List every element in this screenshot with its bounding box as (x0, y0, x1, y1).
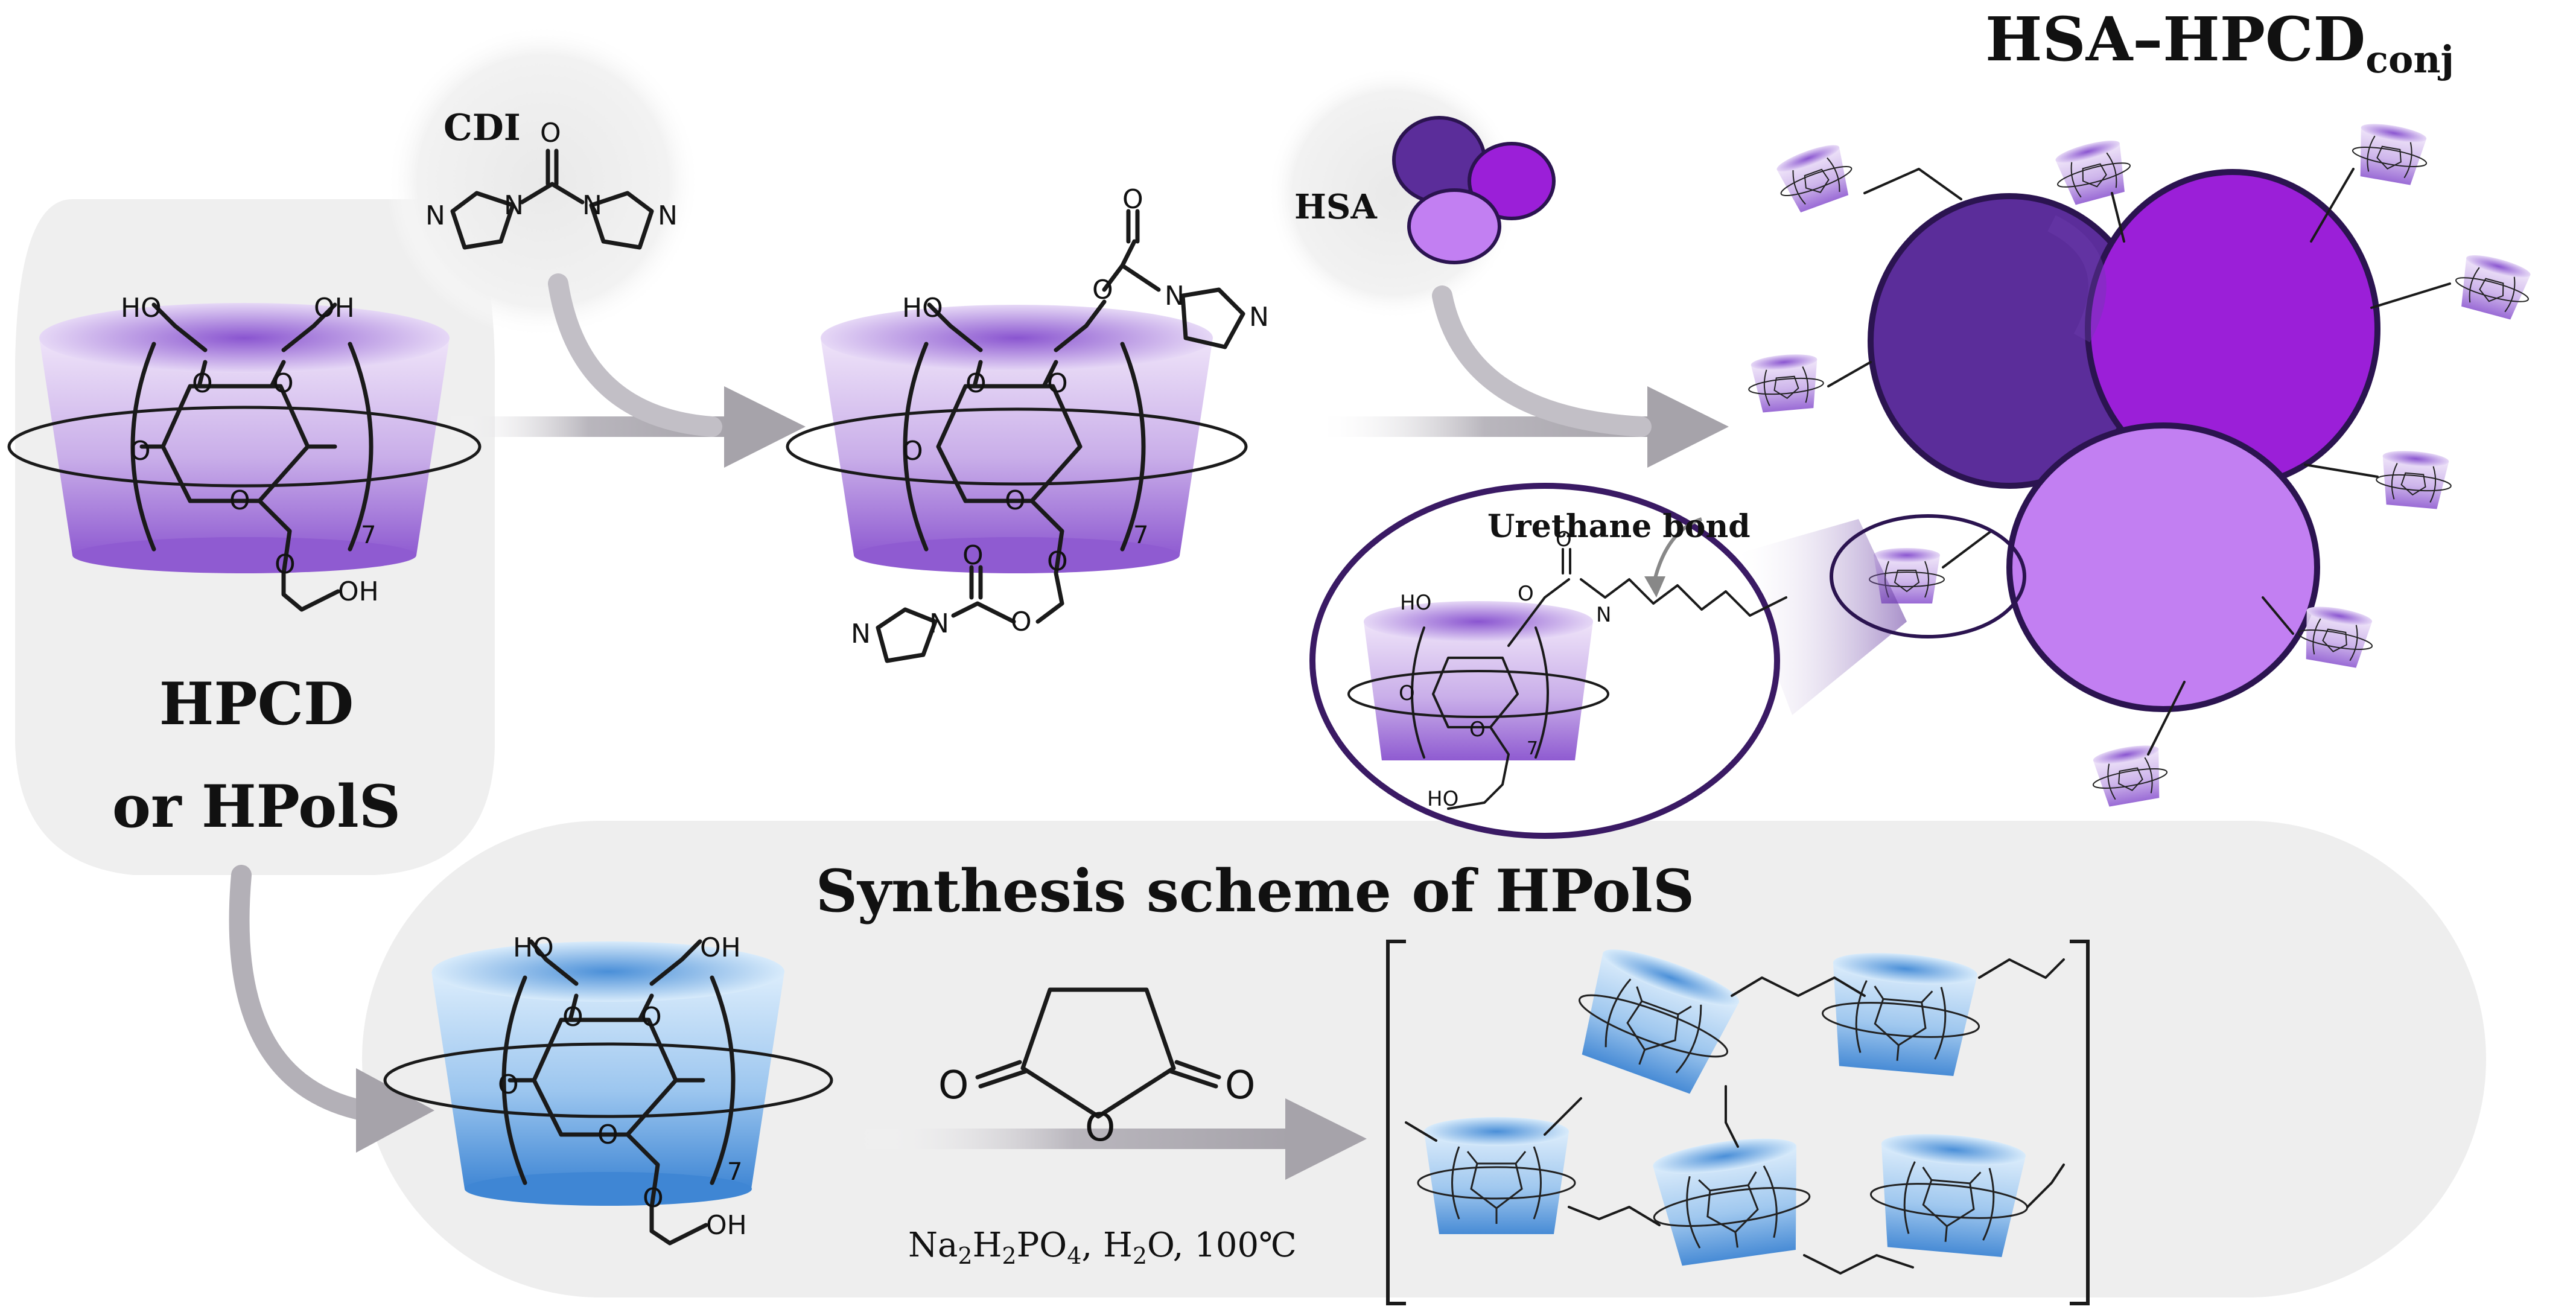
atom-o-c2: O (1092, 275, 1113, 305)
hsa-icon: HSA (1294, 116, 1556, 264)
atom-o-c9: O (1011, 607, 1032, 637)
atom-oh-1: OH (314, 293, 355, 323)
atom-ho-1: HO (121, 293, 162, 323)
atom-o-1: O (192, 368, 213, 399)
cdi-structure: CDI O N N N N (425, 107, 678, 250)
cdi-atom-n-3: N (425, 200, 445, 231)
blue-atom-oh-1: OH (700, 932, 741, 963)
blue-atom-o-3: O (498, 1069, 519, 1100)
urethane-bond-label: Urethane bond (1487, 508, 1751, 545)
atom-o-c1: O (1122, 184, 1143, 215)
or-hpols-label: or HPolS (112, 772, 401, 841)
hpcd-molecule: HO OH O O O O O OH 7 (7, 293, 482, 612)
conjugated-cd-ring (1745, 119, 2537, 810)
activated-cd-molecule: HO O O N N O O O O O O O N N 7 (786, 184, 1269, 663)
zoom-atom-o-2: O (1518, 582, 1534, 606)
cdi-atom-n-4: N (658, 200, 678, 231)
anhydride-atom-o-3: O (1225, 1063, 1255, 1108)
zoom-repeat-7: 7 (1527, 738, 1538, 759)
blue-repeat-7: 7 (727, 1158, 742, 1186)
atom-n-c1: N (1165, 281, 1185, 311)
blue-atom-ho-1: HO (513, 932, 554, 963)
blue-atom-o-5: O (643, 1183, 664, 1214)
succinic-anhydride: O O O (938, 987, 1255, 1150)
atom-o-c3: O (965, 368, 987, 399)
urethane-zoom: Urethane bond HO O O N O O 7 HO (1309, 483, 1787, 839)
svg-text:HSA–HPCDconj: HSA–HPCDconj (1985, 4, 2454, 81)
main-title: HSA–HPCDconj (1985, 4, 2454, 81)
cdi-label: CDI (444, 107, 521, 149)
arrow-step3 (857, 1098, 1367, 1180)
main-title-text: HSA–HPCD (1985, 4, 2365, 75)
zoom-atom-o-1: O (1556, 527, 1572, 552)
cdi-bubble (386, 24, 700, 338)
arrow-cdi-curve (548, 273, 722, 437)
blue-atom-o-4: O (597, 1119, 619, 1150)
main-title-subscript: conj (2365, 37, 2454, 81)
zoom-atom-ho-2: HO (1427, 787, 1458, 811)
atom-o-c6: O (1005, 485, 1026, 516)
repeat-7-1: 7 (361, 521, 376, 549)
atom-o-3: O (130, 436, 151, 466)
anhydride-atom-o-1: O (938, 1063, 968, 1108)
reaction-conditions: Na2H2PO4, H2O, 100℃ (908, 1226, 1297, 1269)
atom-o-5: O (275, 549, 296, 580)
blue-atom-o-2: O (641, 1002, 662, 1033)
synthesis-title: Synthesis scheme of HPolS (816, 857, 1694, 925)
cdi-atom-n-2: N (582, 190, 602, 221)
hsa-protein (1868, 169, 2380, 712)
arrow-down-curve (229, 865, 434, 1153)
atom-n-c2: N (1249, 302, 1269, 333)
atom-o-c5: O (902, 436, 923, 466)
atom-oh-2: OH (338, 576, 379, 607)
hpols-polymer-network (1386, 936, 2090, 1305)
arrow-hsa-curve (1432, 285, 1652, 437)
zoom-atom-o-4: O (1469, 718, 1486, 742)
atom-o-c8: O (962, 540, 984, 571)
cdi-atom-o: O (540, 118, 561, 148)
zoom-atom-ho-1: HO (1400, 591, 1431, 615)
atom-o-4: O (229, 485, 250, 516)
zoom-atom-o-3: O (1399, 681, 1415, 705)
zoom-atom-n: N (1596, 603, 1611, 627)
blue-atom-o-1: O (562, 1002, 584, 1033)
anhydride-atom-o-2: O (1085, 1106, 1115, 1150)
atom-n-c4: N (851, 619, 871, 649)
zoom-origin-circle (1830, 514, 2026, 638)
repeat-7-2: 7 (1133, 521, 1148, 549)
blue-atom-oh-2: OH (706, 1210, 747, 1241)
hsa-label: HSA (1294, 187, 1378, 227)
hpcd-label: HPCD (159, 670, 354, 738)
atom-ho-2: HO (902, 293, 943, 323)
atom-o-c4: O (1047, 368, 1068, 399)
atom-o-2: O (273, 368, 294, 399)
cdi-atom-n-1: N (504, 190, 524, 221)
atom-n-c3: N (929, 608, 949, 639)
blue-cd-molecule: HO OH O O O O O OH 7 (383, 932, 833, 1246)
arrow-step1 (447, 386, 806, 468)
atom-o-c7: O (1047, 546, 1068, 577)
